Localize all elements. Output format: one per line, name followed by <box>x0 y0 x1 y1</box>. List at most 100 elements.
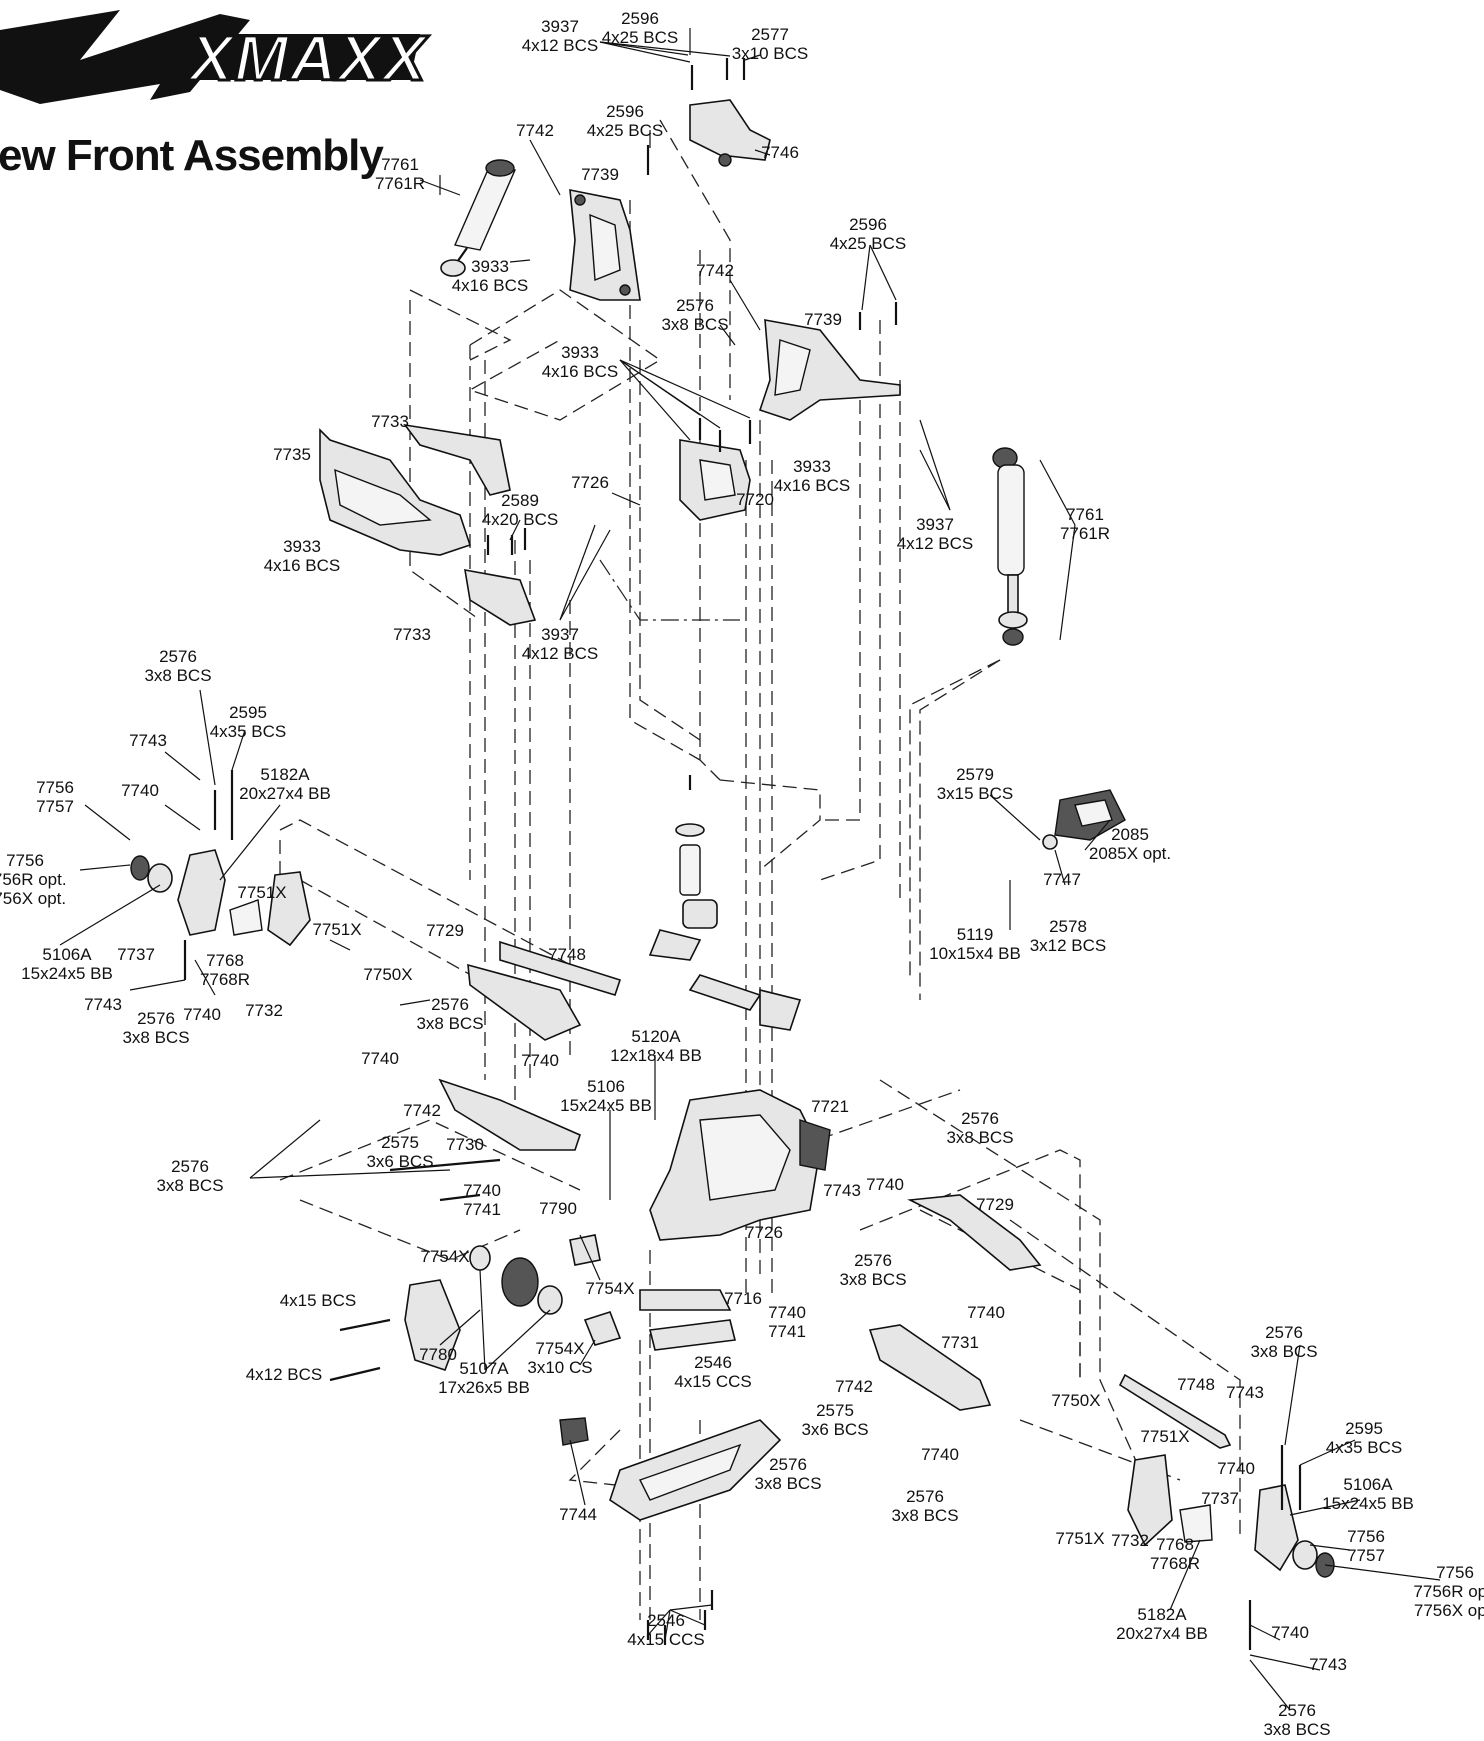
part-callout-line: 7739 <box>581 165 619 184</box>
part-callout-line: 7743 <box>823 1181 861 1200</box>
part-callout: 7751X <box>312 920 361 939</box>
part-callout-line: 2595 <box>1345 1419 1383 1438</box>
part-callout-line: 7730 <box>446 1135 484 1154</box>
part-callout-line: 7733 <box>393 625 431 644</box>
part-callout: 7740 <box>866 1175 904 1194</box>
part-callout-line: 2576 <box>1265 1323 1303 1342</box>
part-callout-line: 7768R <box>1150 1554 1200 1573</box>
part-callout-line: 4x12 BCS <box>522 644 599 663</box>
part-callout-line: 7735 <box>273 445 311 464</box>
part-callout-line: 2576 <box>906 1487 944 1506</box>
part-callout-line: 2546 <box>694 1353 732 1372</box>
part-callout-line: 7742 <box>516 121 554 140</box>
part-callout-line: 3933 <box>561 343 599 362</box>
part-callout-line: 7748 <box>1177 1375 1215 1394</box>
part-callout-line: 5107A <box>459 1359 509 1378</box>
part-callout-line: 7780 <box>419 1345 457 1364</box>
part-callout-line: 7747 <box>1043 870 1081 889</box>
part-callout-line: 7733 <box>371 412 409 431</box>
part-callout-line: 7740 <box>361 1049 399 1068</box>
upper-arm-left <box>467 940 622 1041</box>
part-callout-line: 7790 <box>539 1199 577 1218</box>
part-callout: 7750X <box>1051 1391 1100 1410</box>
part-callout-line: 2575 <box>816 1401 854 1420</box>
part-callout-line: 2576 <box>431 995 469 1014</box>
part-callout-line: 7761R <box>1060 524 1110 543</box>
part-callout-line: 7742 <box>696 261 734 280</box>
part-callout-line: 3x8 BCS <box>661 315 728 334</box>
part-callout-line: 7726 <box>571 473 609 492</box>
part-callout-line: 4x16 BCS <box>264 556 341 575</box>
part-callout-line: 7740 <box>463 1181 501 1200</box>
part-callout-line: 7754X <box>585 1279 634 1298</box>
lower-arm-right <box>868 1324 992 1411</box>
part-callout: 7732 <box>245 1001 283 1020</box>
part-callout-line: 7754X <box>420 1247 469 1266</box>
part-callout-line: 2546 <box>647 1611 685 1630</box>
part-callout-line: 3x8 BCS <box>946 1128 1013 1147</box>
part-callout: 7730 <box>446 1135 484 1154</box>
part-callout-line: 4x16 BCS <box>774 476 851 495</box>
part-callout: 7737 <box>1201 1489 1239 1508</box>
part-callout: 7742 <box>403 1101 441 1120</box>
part-callout-line: 7754X <box>535 1339 584 1358</box>
part-callout-line: 2576 <box>961 1109 999 1128</box>
part-callout-line: 3933 <box>283 537 321 556</box>
main-chassis <box>649 1089 831 1241</box>
part-callout-line: 3937 <box>541 625 579 644</box>
part-callout-line: 3x8 BCS <box>891 1506 958 1525</box>
part-callout: 7751X <box>1140 1427 1189 1446</box>
part-callout-line: 7740 <box>1271 1623 1309 1642</box>
part-callout: 7740 <box>521 1051 559 1070</box>
part-callout-line: 2596 <box>849 215 887 234</box>
part-callout-line: 4x16 BCS <box>542 362 619 381</box>
part-callout-line: 3x8 BCS <box>156 1176 223 1195</box>
part-callout: 7735 <box>273 445 311 464</box>
part-callout-line: 7721 <box>811 1097 849 1116</box>
part-callout-line: 3x15 BCS <box>937 784 1014 803</box>
part-callout-line: 5182A <box>1137 1605 1187 1624</box>
part-callout-line: 7740 <box>921 1445 959 1464</box>
part-callout-line: 5182A <box>260 765 310 784</box>
part-callout-line: 3933 <box>793 457 831 476</box>
part-callout-line: 7756 <box>1347 1527 1385 1546</box>
part-callout-line: 3x6 BCS <box>366 1152 433 1171</box>
front-bulkhead-top <box>679 439 751 521</box>
part-callout: 7743 <box>84 995 122 1014</box>
part-callout-line: 7761 <box>381 155 419 174</box>
part-callout: 7743 <box>1309 1655 1347 1674</box>
part-callout-line: 3x6 BCS <box>801 1420 868 1439</box>
part-callout-line: 7729 <box>426 921 464 940</box>
part-callout-line: 10x15x4 BB <box>929 944 1021 963</box>
part-callout: 7729 <box>426 921 464 940</box>
part-callout: 7743 <box>823 1181 861 1200</box>
part-callout-line: 2085X opt. <box>1089 844 1171 863</box>
part-callout-line: 15x24x5 BB <box>560 1096 652 1115</box>
part-callout-line: 7756 <box>6 851 44 870</box>
part-callout-line: 2596 <box>606 102 644 121</box>
part-callout-line: 7742 <box>403 1101 441 1120</box>
part-callout-line: 2576 <box>1278 1701 1316 1720</box>
shock-absorber-right <box>992 447 1028 646</box>
part-callout-line: 4x35 BCS <box>1326 1438 1403 1457</box>
